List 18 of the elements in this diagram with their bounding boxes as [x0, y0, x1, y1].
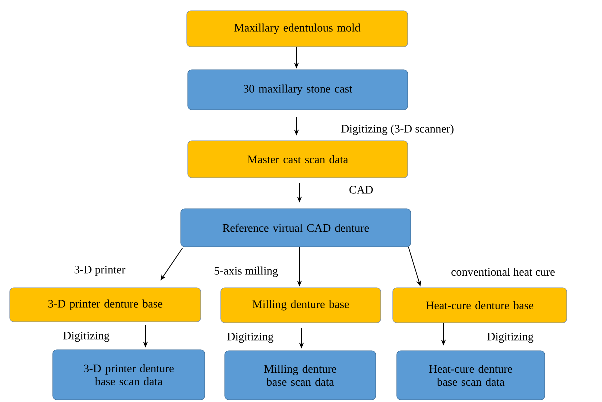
edge-label: 3-D printer	[73, 264, 127, 278]
process-box: Maxillary edentulous mold	[186, 10, 408, 48]
edge-label: Digitizing	[486, 332, 535, 344]
edge-label: conventional heat cure	[450, 266, 556, 278]
process-box: 3-D printer denture base	[10, 288, 202, 322]
process-box: 3-D printer denture base scan data	[52, 350, 206, 400]
process-box: Heat-cure denture base scan data	[396, 350, 546, 400]
process-box: Master cast scan data	[188, 140, 408, 178]
process-box: Milling denture base scan data	[224, 350, 376, 400]
edge-label: 5-axis milling	[213, 266, 280, 278]
process-box: Milling denture base	[220, 288, 382, 324]
edge-label: Digitizing	[226, 332, 275, 344]
process-box: Reference virtual CAD denture	[180, 208, 412, 248]
edge-label: CAD	[348, 185, 374, 195]
process-box: 30 maxillary stone cast	[188, 70, 408, 110]
process-box: Heat-cure denture base	[392, 288, 568, 324]
edge-label: Digitizing	[62, 330, 111, 344]
edge-label: Digitizing (3-D scanner)	[340, 124, 456, 136]
